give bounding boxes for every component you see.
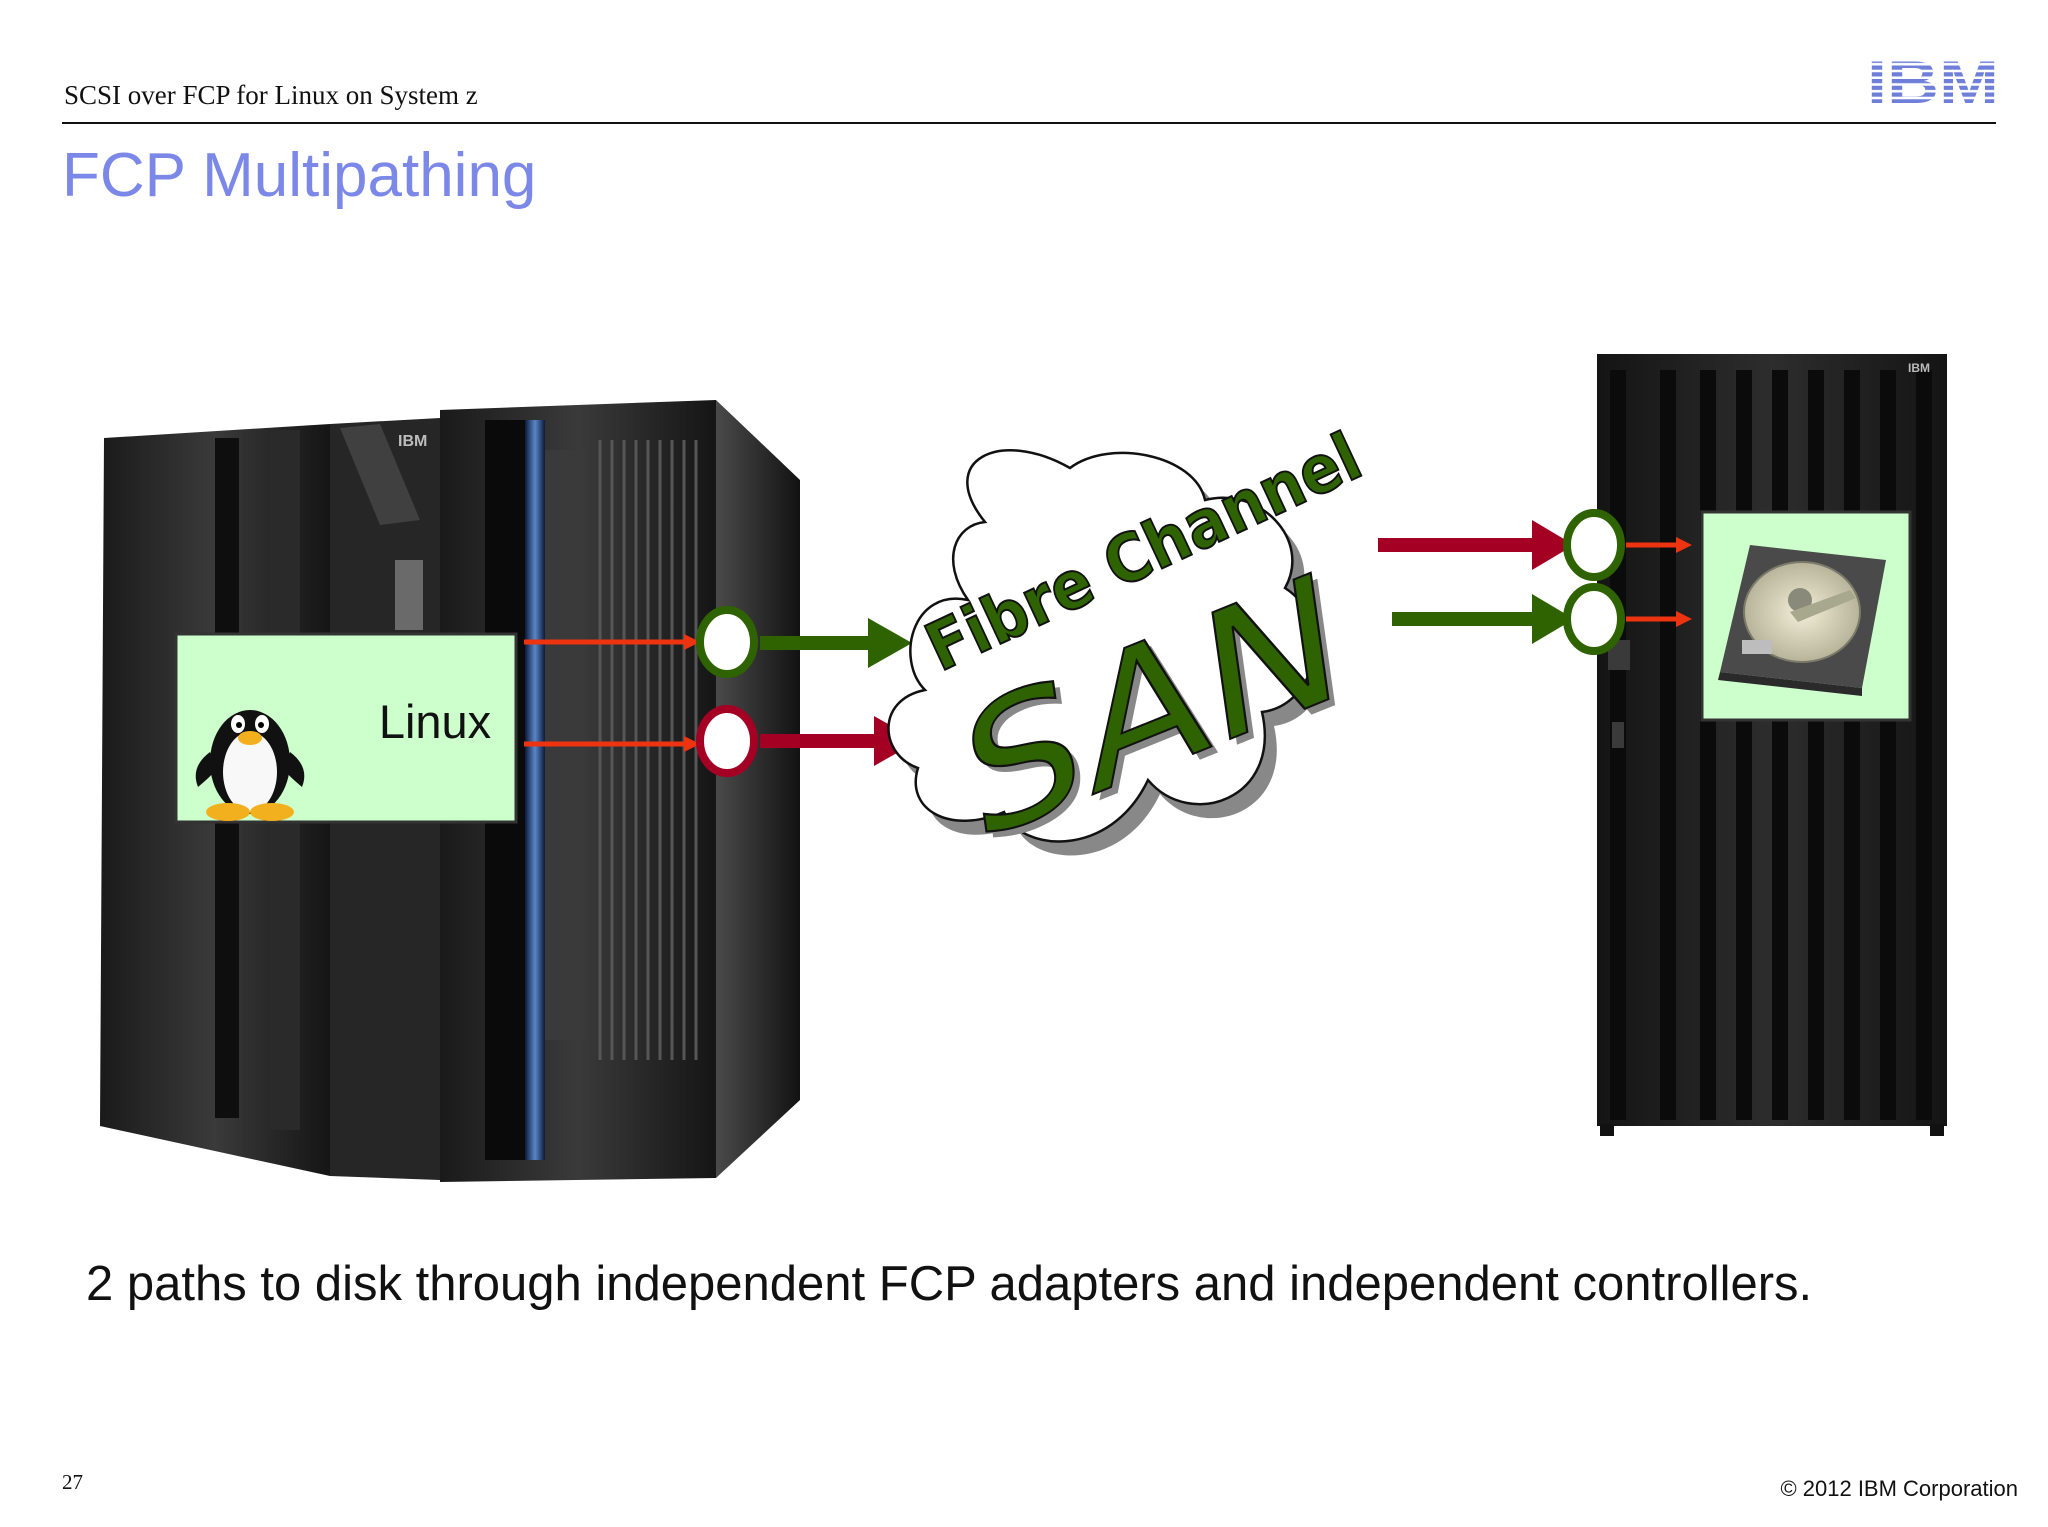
copyright-notice: © 2012 IBM Corporation	[1780, 1476, 2018, 1501]
path-storage-green	[1392, 594, 1574, 644]
storage-controller-port-2	[1563, 583, 1625, 655]
page-title: FCP Multipathing	[62, 141, 537, 210]
san-cloud: Fibre Channel SAN SAN	[887, 417, 1374, 889]
storage-links	[1626, 537, 1692, 627]
host-links	[524, 634, 700, 752]
host-fcp-adapter-1	[696, 606, 758, 678]
path-host-green	[760, 618, 912, 668]
header-text: SCSI over FCP for Linux on System z	[64, 80, 478, 110]
page-number: 27	[62, 1470, 83, 1494]
disk-box	[1700, 510, 1912, 722]
header-divider	[62, 122, 1996, 124]
storage-badge: IBM	[1908, 361, 1930, 375]
linux-label: Linux	[379, 695, 491, 748]
storage-controller-port-1	[1563, 509, 1625, 581]
tux-penguin-icon	[195, 710, 305, 821]
path-storage-red	[1378, 520, 1574, 570]
ibm-logo: IBM	[1867, 52, 1999, 106]
storage-server-illustration: IBM	[1597, 354, 1947, 1136]
mainframe-badge: IBM	[398, 433, 427, 450]
host-fcp-adapter-2	[696, 705, 758, 777]
ibm-logo-text: IBM	[1867, 52, 1999, 106]
hard-disk-icon	[1718, 545, 1886, 696]
linux-host-box: Linux	[174, 632, 518, 824]
diagram-caption: 2 paths to disk through independent FCP …	[86, 1257, 1813, 1311]
